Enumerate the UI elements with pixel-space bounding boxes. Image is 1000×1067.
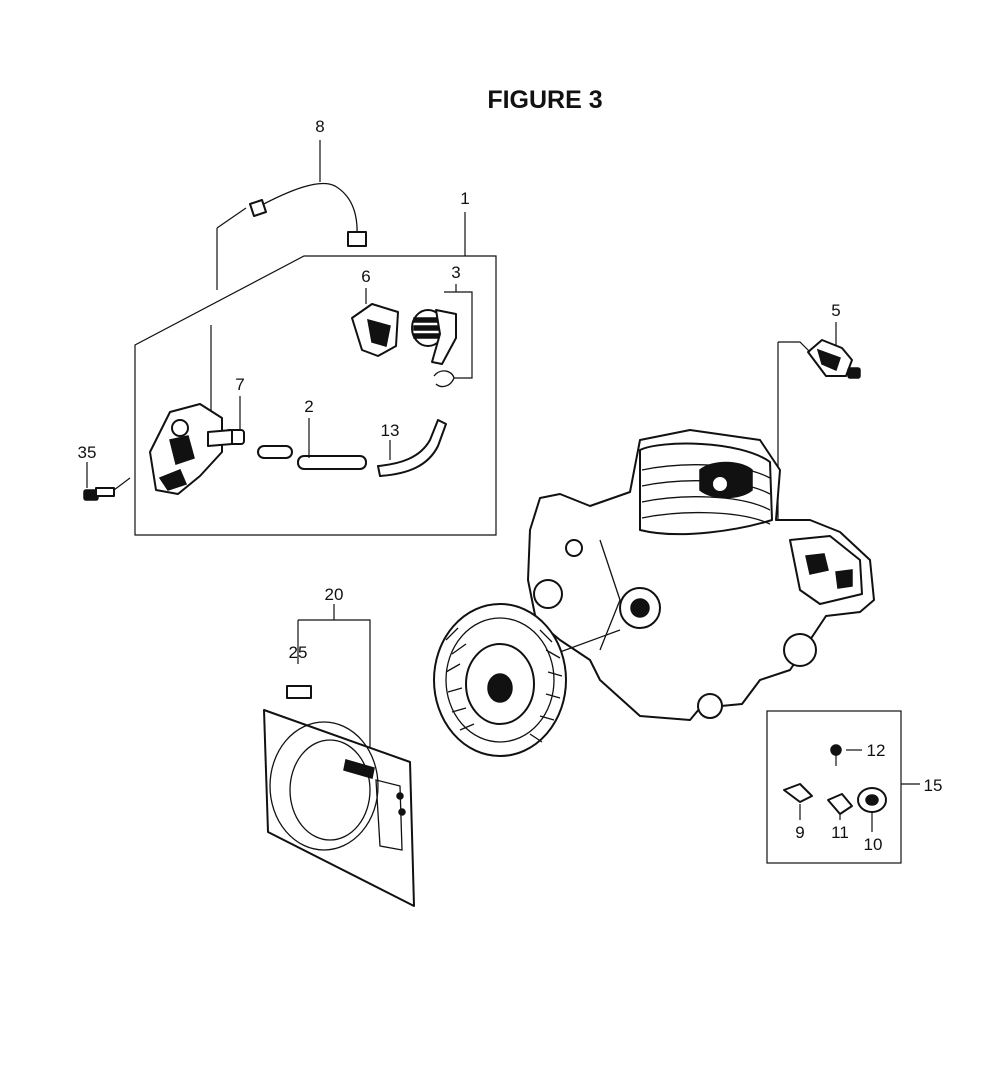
figure-title: FIGURE 3 bbox=[487, 86, 603, 114]
part-8-wire bbox=[216, 140, 367, 290]
part-13-pickup-hose bbox=[377, 419, 447, 477]
callout-10: 10 bbox=[864, 835, 883, 854]
group-box-15 bbox=[766, 710, 920, 864]
engine-crankcase bbox=[527, 429, 875, 721]
part-3-worm-gear bbox=[411, 284, 473, 388]
callout-15: 15 bbox=[924, 776, 943, 795]
part-2-hose bbox=[257, 418, 367, 470]
callout-3: 3 bbox=[451, 263, 460, 282]
callout-2: 2 bbox=[304, 397, 313, 416]
flywheel bbox=[433, 603, 567, 757]
callout-35: 35 bbox=[78, 443, 97, 462]
part-35-screw bbox=[83, 462, 131, 501]
part-6-bracket bbox=[351, 288, 399, 357]
callout-7: 7 bbox=[235, 375, 244, 394]
callout-25: 25 bbox=[289, 643, 308, 662]
part-5-spark-plug bbox=[777, 322, 861, 520]
callout-5: 5 bbox=[831, 301, 840, 320]
callout-6: 6 bbox=[361, 267, 370, 286]
callout-20: 20 bbox=[325, 585, 344, 604]
callout-8: 8 bbox=[315, 117, 324, 136]
callout-9: 9 bbox=[795, 823, 804, 842]
part-20-fan-housing bbox=[263, 604, 415, 907]
callout-13: 13 bbox=[381, 421, 400, 440]
callout-12: 12 bbox=[867, 741, 886, 760]
callout-1: 1 bbox=[460, 189, 469, 208]
callout-11: 11 bbox=[831, 823, 849, 842]
part-oil-pump-body bbox=[149, 403, 233, 495]
group-box-1 bbox=[134, 255, 497, 536]
